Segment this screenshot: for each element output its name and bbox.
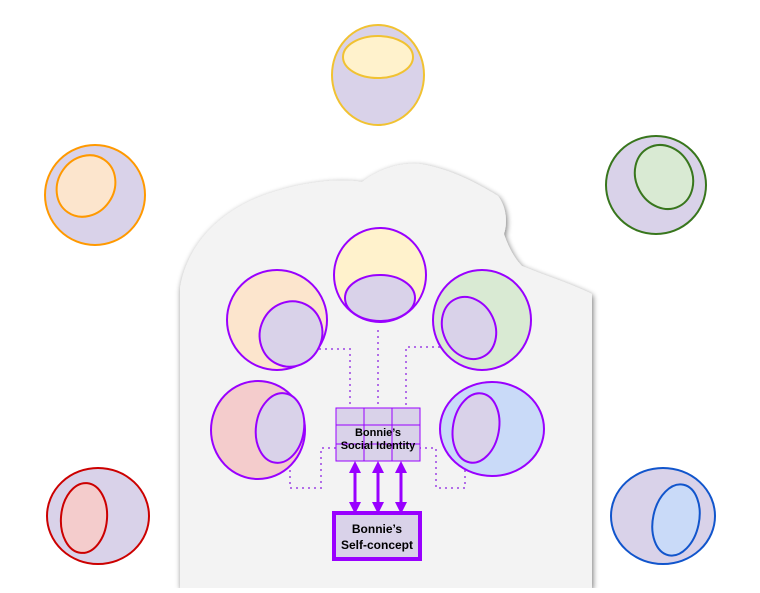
social-identity-line2: Social Identity bbox=[341, 440, 416, 452]
outer-circle-top bbox=[331, 24, 425, 126]
outer-circle-bottom-right bbox=[610, 467, 716, 565]
self-concept-box: Bonnie’s Self-concept bbox=[332, 511, 422, 561]
outer-circle-top-right bbox=[605, 135, 707, 235]
self-concept-line2: Self-concept bbox=[341, 538, 413, 552]
inner-circle-blue bbox=[439, 381, 545, 477]
bidirectional-arrows bbox=[349, 461, 407, 514]
inner-circle-red bbox=[210, 380, 306, 480]
dotted-connectors bbox=[289, 330, 466, 489]
inner-circle-green bbox=[432, 269, 532, 371]
self-concept-line1: Bonnie’s bbox=[352, 522, 403, 536]
outer-circle-top-left bbox=[44, 144, 146, 246]
outer-circle-bottom-left bbox=[46, 467, 150, 565]
inner-circle-yellow bbox=[333, 227, 427, 323]
inner-circle-orange bbox=[226, 269, 328, 371]
social-identity-line1: Bonnie’s bbox=[355, 427, 401, 439]
social-identity-box: Bonnie’s Social Identity bbox=[335, 407, 421, 462]
